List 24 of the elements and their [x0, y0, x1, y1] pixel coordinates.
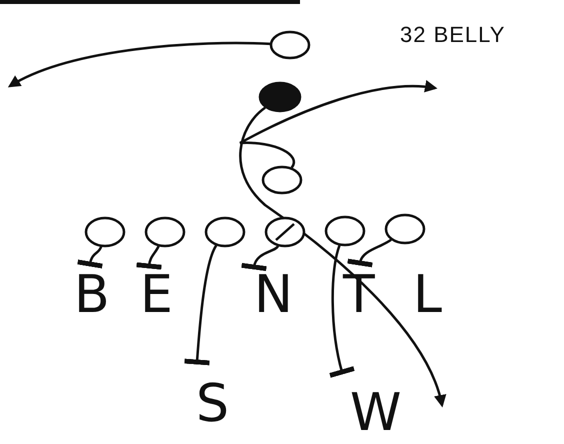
defender-letter: B — [74, 274, 110, 316]
play-title: 32 BELLY — [400, 22, 506, 48]
block-line — [329, 245, 355, 378]
block-line — [184, 244, 218, 366]
player-circle — [261, 165, 303, 195]
block-line — [77, 246, 103, 270]
player-circle — [204, 216, 246, 248]
player-circle — [144, 216, 186, 248]
player-circle — [264, 216, 306, 248]
route-arrow — [239, 106, 446, 408]
player-marker — [258, 81, 302, 113]
defender-letter: N — [254, 274, 293, 316]
route-arrow — [8, 42, 270, 88]
player-circle — [269, 30, 311, 60]
defender-letter: S — [196, 383, 230, 425]
player-circle — [384, 213, 426, 245]
defender-letter: W — [350, 392, 402, 434]
defender-letter: E — [140, 274, 173, 316]
player-circle — [84, 216, 126, 248]
player-circle — [324, 215, 366, 247]
block-line — [241, 245, 280, 272]
block-line — [136, 246, 162, 270]
defender-letter: L — [413, 274, 442, 316]
block-line — [347, 238, 392, 269]
